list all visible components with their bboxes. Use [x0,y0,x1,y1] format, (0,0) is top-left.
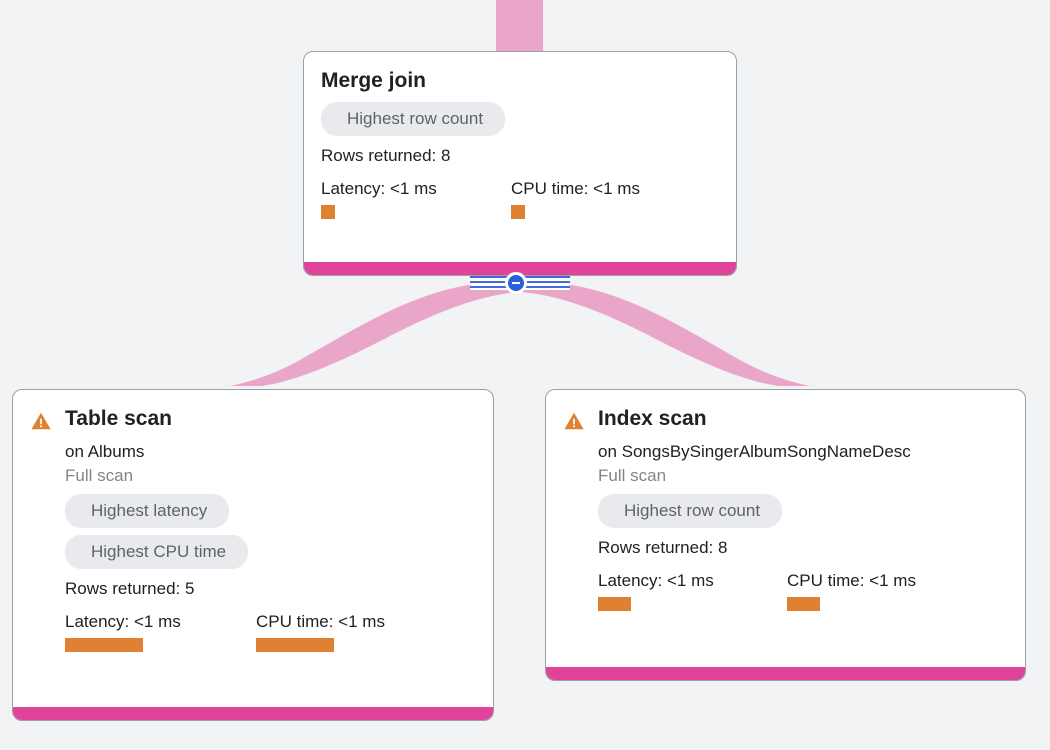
metric-latency-label: Latency: <1 ms [321,179,437,198]
plan-node-table-scan[interactable]: Table scan on Albums Full scan Highest l… [12,389,494,721]
metric-latency-bar [598,597,631,611]
node-header-texts: Table scan on Albums Full scan Highest l… [65,406,385,652]
metric-cpu-time: CPU time: <1 ms [511,178,640,219]
edge-inbound-stub [496,0,543,51]
metric-cpu-time: CPU time: <1 ms [256,611,385,652]
badge-highest-row-count: Highest row count [598,494,783,528]
node-header: Index scan on SongsBySingerAlbumSongName… [563,406,1008,611]
node-accent-bar [13,707,493,720]
metric-latency-label: Latency: <1 ms [65,612,181,631]
node-header: Table scan on Albums Full scan Highest l… [30,406,476,652]
node-title: Merge join [321,69,427,92]
plan-node-index-scan[interactable]: Index scan on SongsBySingerAlbumSongName… [545,389,1026,681]
node-metrics: Latency: <1 ms CPU time: <1 ms [65,611,385,652]
node-subtitle: on Albums [65,442,145,461]
plan-node-merge-join[interactable]: Merge join Highest row count Rows return… [303,51,737,276]
node-body: Table scan on Albums Full scan Highest l… [13,390,493,707]
metric-cpu-time-bar [787,597,820,611]
collapse-toggle-button[interactable] [470,272,570,294]
metric-latency: Latency: <1 ms [65,611,256,652]
node-scan-type: Full scan [598,466,667,485]
node-header-texts: Merge join [321,68,426,94]
node-metrics: Latency: <1 ms CPU time: <1 ms [321,178,719,219]
warning-triangle-icon [31,412,51,430]
edge-merge-join-to-table-scan [230,282,520,386]
node-body: Index scan on SongsBySingerAlbumSongName… [546,390,1025,667]
node-accent-bar [546,667,1025,680]
metric-cpu-time-label: CPU time: <1 ms [511,179,640,198]
node-header: Merge join [321,68,719,94]
rows-returned-text: Rows returned: 5 [65,579,195,598]
metric-cpu-time: CPU time: <1 ms [787,570,916,611]
badge-highest-cpu-time: Highest CPU time [65,535,249,569]
metric-cpu-time-label: CPU time: <1 ms [787,571,916,590]
metric-cpu-time-label: CPU time: <1 ms [256,612,385,631]
metric-latency: Latency: <1 ms [598,570,787,611]
node-body: Merge join Highest row count Rows return… [304,52,736,262]
badge-highest-row-count: Highest row count [321,102,506,136]
badge-highest-latency: Highest latency [65,494,230,528]
node-scan-type: Full scan [65,466,134,485]
metric-cpu-time-bar [511,205,525,219]
node-title: Table scan [65,407,172,430]
metric-cpu-time-bar [256,638,334,652]
metric-latency: Latency: <1 ms [321,178,511,219]
metric-latency-bar [65,638,143,652]
minus-circle-icon[interactable] [505,272,527,294]
edge-merge-join-to-index-scan [520,282,810,386]
metric-latency-bar [321,205,335,219]
rows-returned-text: Rows returned: 8 [598,538,728,557]
node-metrics: Latency: <1 ms CPU time: <1 ms [598,570,916,611]
node-subtitle: on SongsBySingerAlbumSongNameDesc [598,442,911,461]
warning-triangle-icon [564,412,584,430]
node-accent-bar [304,262,736,275]
node-header-texts: Index scan on SongsBySingerAlbumSongName… [598,406,916,611]
metric-latency-label: Latency: <1 ms [598,571,714,590]
rows-returned-text: Rows returned: 8 [321,146,451,165]
node-title: Index scan [598,407,707,430]
